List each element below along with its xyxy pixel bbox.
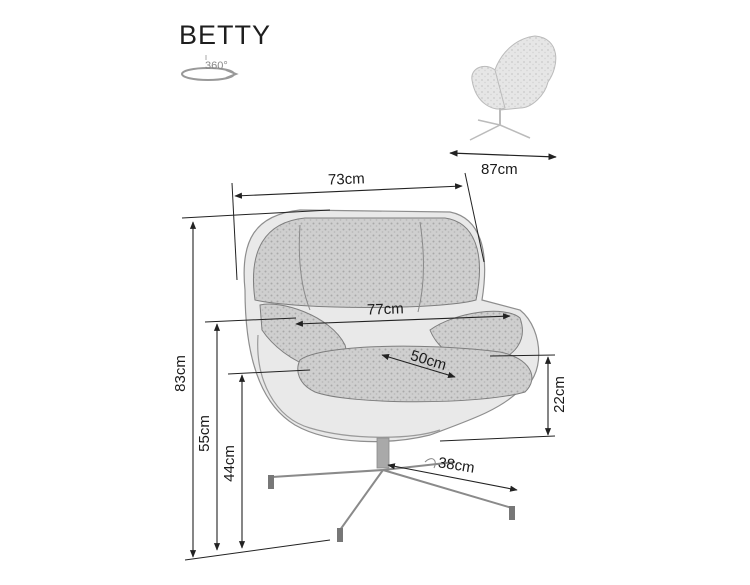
seat-depth-dimension-line (381, 354, 456, 378)
seat-width-dimension-line (295, 313, 511, 327)
depth-dimension-line (449, 149, 557, 161)
rotation-label: 360° (205, 60, 228, 72)
rotation-360-icon (181, 55, 239, 81)
base-radius-dimension-line (387, 463, 518, 492)
chair-front-view (243, 209, 540, 542)
side-view-thumbnail (469, 35, 557, 141)
total-width-dimension-line (234, 183, 463, 199)
seat-height-label: 44cm (220, 445, 238, 482)
total-width-label: 73cm (327, 170, 365, 189)
seat-width-label: 77cm (366, 300, 404, 319)
total-height-label: 83cm (171, 355, 189, 392)
depth-label: 87cm (481, 161, 518, 178)
armrest-above-seat-label: 22cm (550, 376, 568, 413)
armrest-height-label: 55cm (195, 415, 213, 452)
product-title: BETTY (179, 20, 272, 50)
